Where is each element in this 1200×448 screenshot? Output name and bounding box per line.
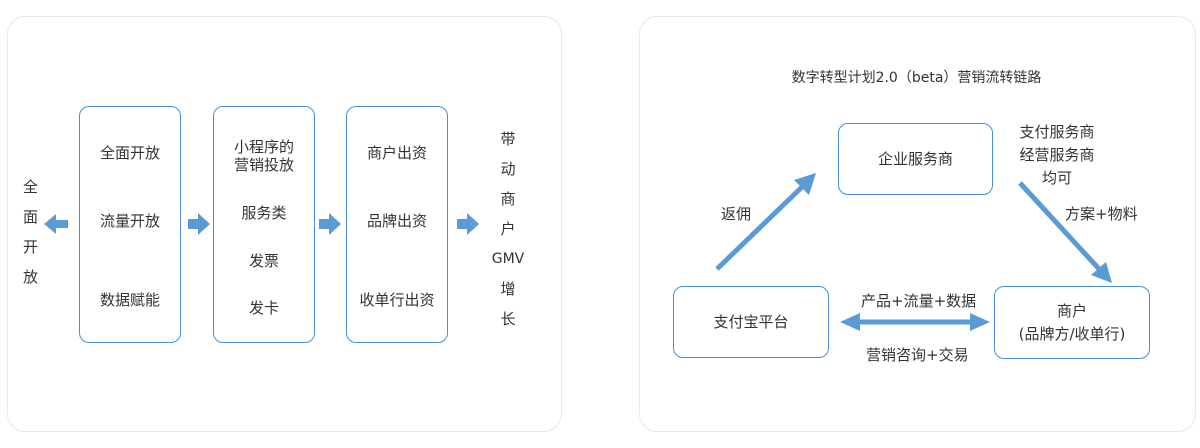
solution-label: 方案+物料: [1065, 205, 1138, 223]
open-capabilities-box: [79, 106, 181, 343]
data-empower-text: 数据赋能: [99, 291, 160, 309]
provider-note-line: 经营服务商: [1019, 146, 1095, 164]
result-label-char: 商: [500, 190, 516, 208]
funding-box: [346, 106, 448, 343]
invoice-text: 发票: [248, 252, 279, 270]
merchant-node-label: 商户: [1056, 302, 1087, 320]
provider-note: 支付服务商 经营服务商 均可: [1010, 121, 1104, 190]
full-open-text: 全面开放: [99, 144, 160, 162]
source-label-char: 全: [23, 178, 39, 196]
result-label-char: 长: [500, 310, 516, 328]
enterprise-node-label: 企业服务商: [877, 150, 953, 168]
traffic-open-text: 流量开放: [99, 212, 160, 230]
products-label: 产品+流量+数据: [861, 292, 977, 310]
rebate-label: 返佣: [721, 205, 752, 223]
provider-note-line: 均可: [1041, 169, 1072, 187]
source-label-char: 开: [23, 238, 39, 256]
flow-title: 数字转型计划2.0（beta）营销流转链路: [791, 70, 1042, 86]
consulting-label: 营销咨询+交易: [866, 346, 969, 364]
result-label-char: 增: [500, 280, 516, 298]
merchant-node: [994, 286, 1150, 359]
alipay-node: [673, 286, 829, 358]
provider-note-line: 支付服务商: [1019, 123, 1095, 141]
mini-program-text: 小程序的: [233, 138, 294, 156]
card-issue-text: 发卡: [248, 299, 279, 317]
alipay-node-label: 支付宝平台: [713, 313, 789, 331]
source-label: 全 面 开 放: [23, 172, 38, 292]
source-label-char: 放: [23, 268, 39, 286]
enterprise-node: [838, 123, 993, 195]
result-label-char: 户: [500, 220, 516, 238]
marketing-placement-box: [213, 106, 315, 343]
acquirer-funding-text: 收单行出资: [359, 291, 435, 309]
marketing-placement-text: 营销投放: [233, 156, 294, 174]
result-label-char: 带: [500, 130, 516, 148]
source-label-char: 面: [23, 208, 39, 226]
result-label: 带 动 商 户 GMV 增 长: [488, 124, 528, 334]
merchant-funding-text: 商户出资: [366, 144, 427, 162]
brand-funding-text: 品牌出资: [366, 212, 427, 230]
result-label-char: 动: [500, 160, 516, 178]
service-type-text: 服务类: [241, 204, 287, 222]
merchant-node-sublabel: (品牌方/收单行): [1018, 325, 1126, 343]
result-label-char: GMV: [491, 251, 525, 267]
